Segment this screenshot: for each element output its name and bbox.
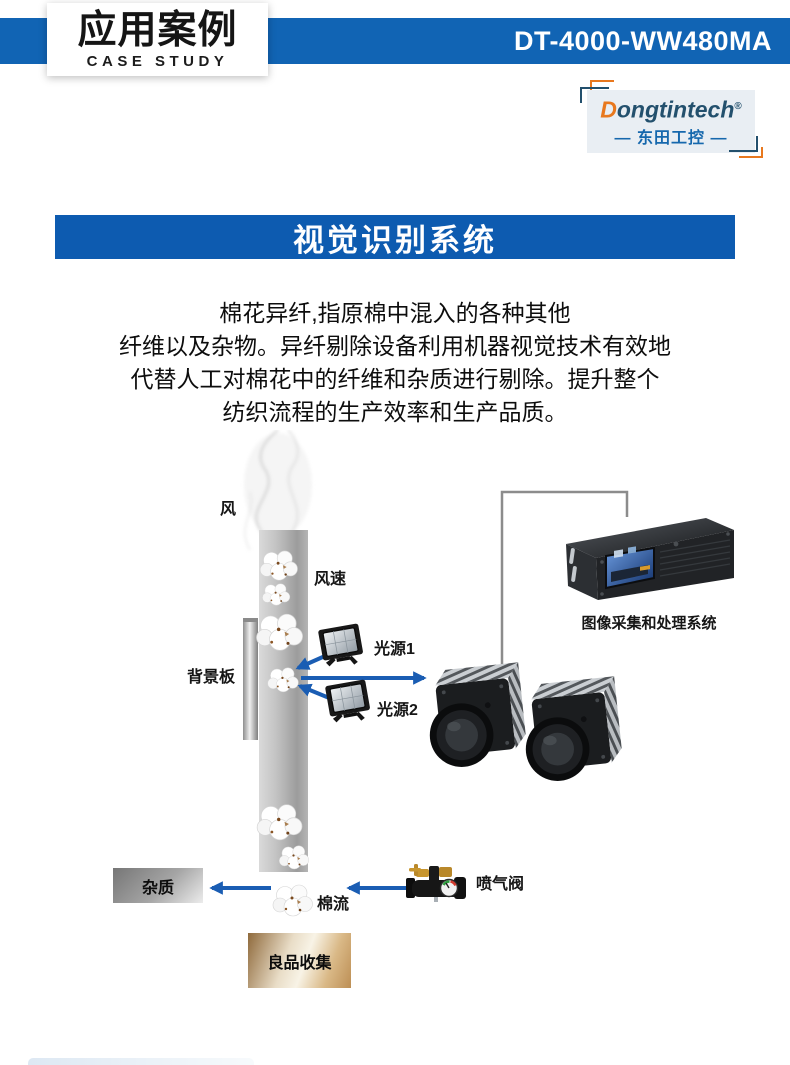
valve-icon (404, 862, 468, 904)
smoke-icon (244, 430, 312, 551)
model-number: DT-4000-WW480MA (513, 26, 773, 56)
brand-rest: ongtintech (616, 96, 735, 123)
flow-arrows (209, 654, 427, 895)
camera-to-server-connector (500, 490, 629, 668)
section-title: 视觉识别系统 (293, 222, 497, 258)
case-study-card: 应用案例 CASE STUDY (47, 3, 268, 76)
brand-logo: Dongtintech® — 东田工控 — (587, 90, 755, 153)
corner-bracket-icon (580, 87, 609, 103)
description-line: 代替人工对棉花中的纤维和杂质进行剔除。提升整个 (130, 366, 660, 392)
footer-accent-bar (28, 1058, 254, 1065)
server-icon (565, 517, 735, 601)
description-line: 纤维以及杂物。异纤剔除设备利用机器视觉技术有效地 (119, 333, 671, 359)
brand-wordmark: Dongtintech® (600, 95, 742, 123)
page-subtitle: CASE STUDY (86, 52, 229, 70)
corner-bracket-icon (590, 80, 614, 91)
corner-bracket-icon (739, 147, 763, 158)
light1-arrow (295, 654, 326, 670)
label-jet-valve: 喷气阀 (476, 876, 525, 893)
cotton-icon (278, 845, 310, 870)
label-wind-speed: 风速 (314, 571, 347, 588)
background-board (243, 618, 258, 740)
brand-initial: D (600, 96, 617, 123)
brand-chinese-name: — 东田工控 — (614, 130, 728, 148)
label-cotton-flow: 棉流 (317, 896, 350, 913)
cotton-icon (272, 884, 313, 917)
cotton-icon (256, 804, 303, 841)
label-light-source-1: 光源1 (374, 641, 415, 658)
corner-bracket-icon (729, 136, 758, 152)
label-wind: 风 (220, 501, 237, 518)
floodlight-icon (317, 623, 365, 668)
cotton-icon (259, 550, 298, 581)
floodlight-icon (324, 679, 372, 724)
page-title: 应用案例 (77, 8, 238, 52)
camera-icon (525, 676, 624, 781)
description: 棉花异纤,指原棉中混入的各种其他 纤维以及杂物。异纤剔除设备利用机器视觉技术有效… (0, 297, 790, 429)
section-title-bar: 视觉识别系统 (55, 215, 735, 259)
cotton-icon (255, 613, 304, 651)
good-collection-box: 良品收集 (248, 933, 351, 988)
system-diagram (209, 430, 735, 917)
camera-icon (429, 662, 528, 767)
cotton-icon (267, 667, 299, 693)
impurity-box: 杂质 (113, 868, 203, 903)
label-light-source-2: 光源2 (377, 702, 418, 719)
cotton-icon (262, 583, 291, 606)
description-line: 棉花异纤,指原棉中混入的各种其他 (219, 300, 571, 326)
label-background-board: 背景板 (187, 669, 236, 686)
label-processing-system: 图像采集和处理系统 (581, 615, 717, 632)
registered-mark-icon: ® (734, 100, 742, 112)
description-line: 纺织流程的生产效率和生产品质。 (222, 399, 568, 425)
